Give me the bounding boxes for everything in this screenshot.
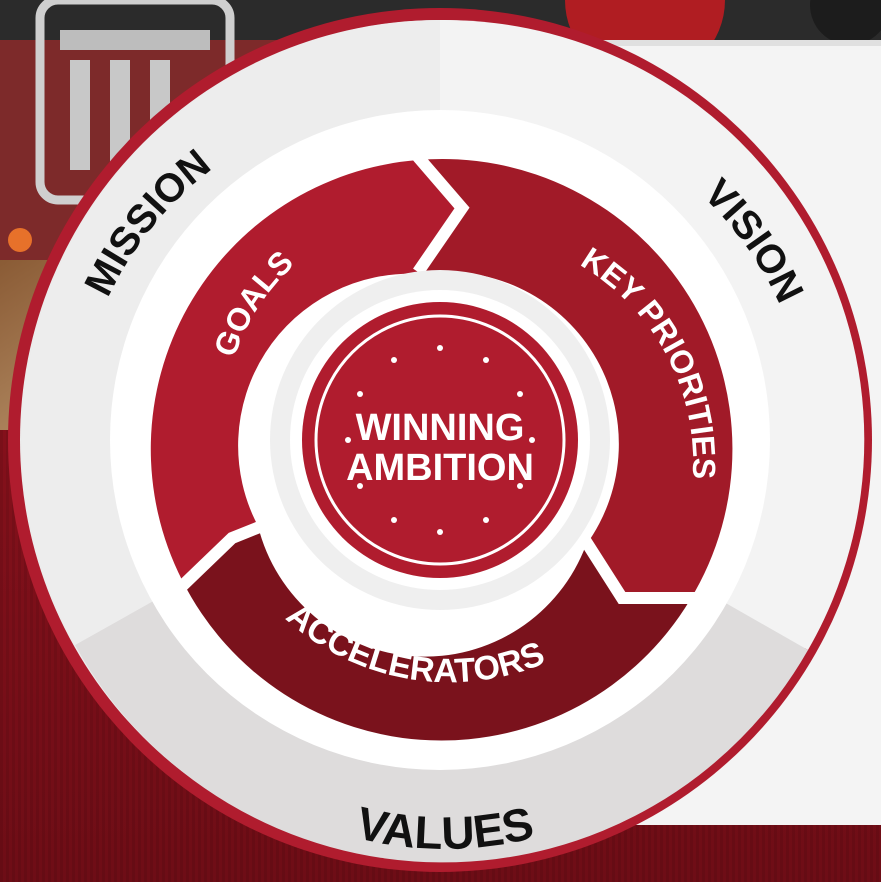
center-badge — [302, 302, 578, 578]
center-title-line1: WINNING — [356, 407, 525, 449]
center-dots — [345, 345, 535, 535]
key-priorities-segment — [418, 158, 733, 600]
center-title-line2: AMBITION — [346, 447, 534, 489]
goals-segment — [150, 160, 465, 580]
accelerators-segment — [182, 526, 690, 741]
cycle-ring — [150, 146, 733, 741]
